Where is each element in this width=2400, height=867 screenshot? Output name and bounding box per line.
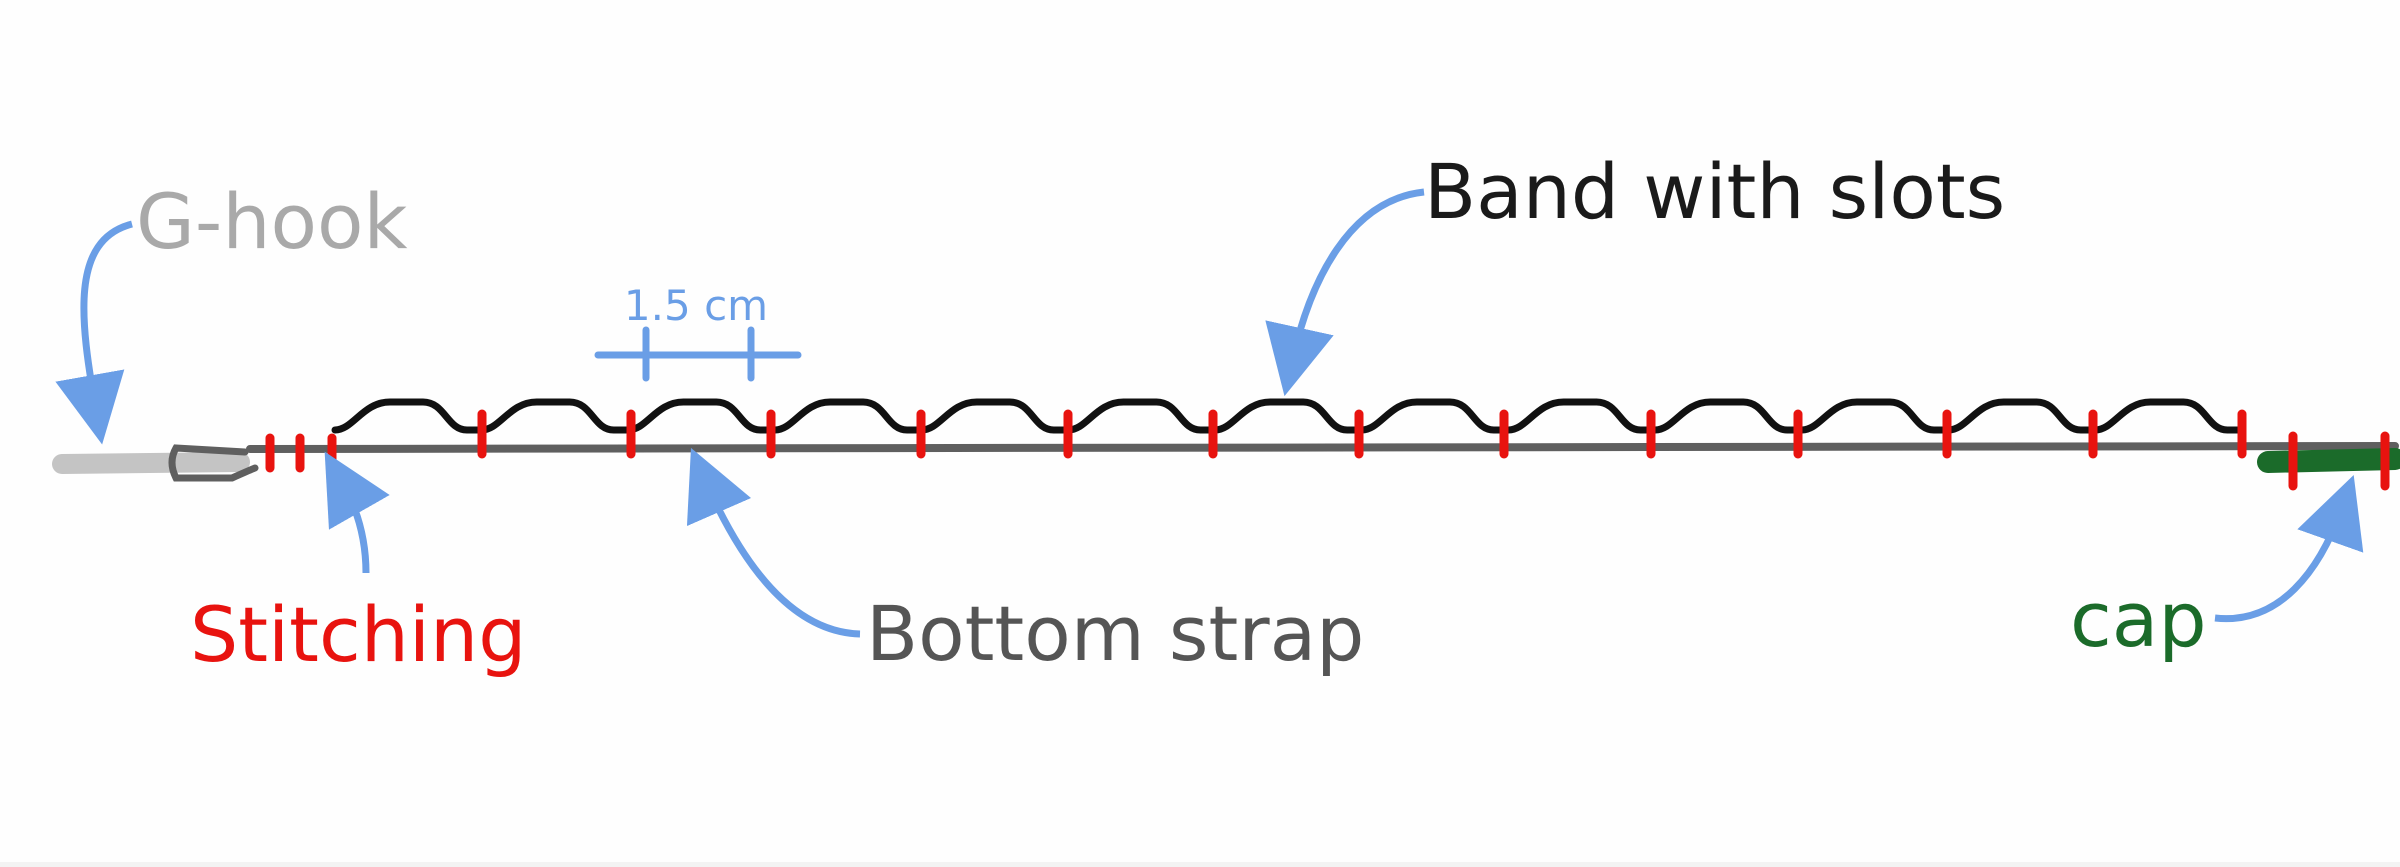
- band-with-slots: [331, 398, 2246, 434]
- stitching-label: Stitching: [190, 590, 526, 679]
- measure-bracket: [594, 326, 802, 382]
- curved-arrow-icon: [2214, 475, 2364, 623]
- measure-label: 1.5 cm: [624, 281, 768, 330]
- g-hook: [52, 444, 259, 482]
- bottom-strap: [246, 442, 2399, 453]
- curved-arrow-icon: [55, 220, 133, 445]
- cap-label: cap: [2070, 575, 2207, 664]
- curved-arrow-icon: [1265, 188, 1425, 397]
- stitches: [265, 409, 2390, 491]
- bottom-border: [0, 862, 2400, 867]
- band-with-slots-label: Band with slots: [1424, 147, 2005, 236]
- bottom-strap-label: Bottom strap: [866, 589, 1364, 678]
- cap: [2257, 448, 2400, 473]
- g-hook-label: G-hook: [136, 177, 408, 266]
- curved-arrow-icon: [324, 451, 390, 574]
- curved-arrow-icon: [686, 447, 861, 638]
